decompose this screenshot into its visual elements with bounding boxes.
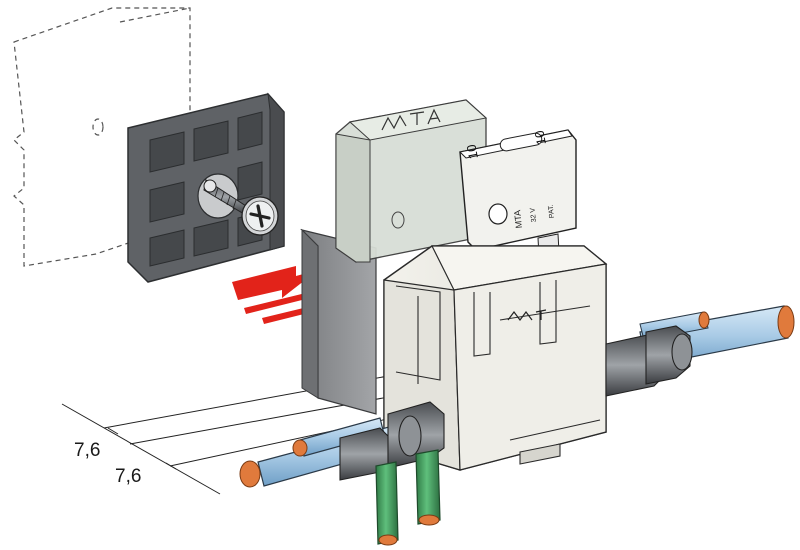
svg-text:PAT.: PAT. [548, 204, 556, 218]
phillips-screw-icon [203, 179, 279, 236]
svg-text:10: 10 [531, 129, 548, 146]
green-wire-left [375, 461, 399, 546]
fuse-marking-text: MTA 32 V PAT. [512, 204, 556, 229]
svg-text:MTA: MTA [512, 210, 524, 229]
green-wire-right [415, 449, 441, 526]
fuse-cover [335, 99, 488, 263]
svg-text:32 V: 32 V [529, 207, 538, 222]
dimension-label-pitch-a: 7,6 [74, 440, 101, 461]
housing-logo [507, 309, 547, 321]
dimension-label-pitch-b: 7,6 [115, 466, 142, 487]
right-crimp-terminals [605, 325, 693, 397]
mounting-surface-outline [13, 7, 191, 267]
fuse-rating-text: 10 10 [463, 129, 548, 160]
brand-logo-cover [381, 108, 441, 131]
svg-text:10: 10 [463, 143, 480, 160]
